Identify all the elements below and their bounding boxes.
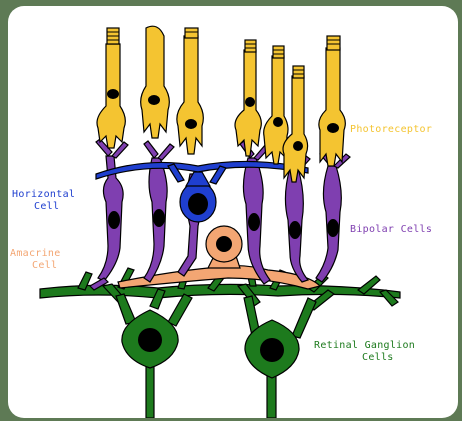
photoreceptor-nucleus (185, 119, 197, 129)
ganglion-nucleus (260, 338, 284, 362)
bipolar-nucleus (289, 221, 301, 239)
ganglion-axon (146, 361, 154, 418)
label-bipolar: Bipolar Cells (350, 224, 432, 235)
label-amacrine-line1: Amacrine (10, 248, 61, 259)
bipolar-nucleus (108, 211, 120, 229)
bipolar-nucleus (153, 209, 165, 227)
label-horizontal-line2: Cell (34, 201, 59, 212)
bipolar-nucleus (248, 213, 260, 231)
label-photoreceptor: Photoreceptor (350, 124, 432, 135)
amacrine-nucleus (216, 236, 232, 252)
photoreceptor-nucleus (327, 123, 339, 133)
photoreceptor-nucleus (273, 117, 283, 127)
label-amacrine-line2: Cell (32, 260, 57, 271)
photoreceptor-nucleus (293, 141, 303, 151)
label-horizontal-line1: Horizontal (12, 189, 75, 200)
ganglion-axon (267, 374, 276, 418)
label-ganglion-line2: Cells (362, 352, 394, 363)
photoreceptor-nucleus (107, 89, 119, 99)
horizontal-nucleus (188, 193, 208, 215)
photoreceptor-nucleus (245, 97, 255, 107)
photoreceptor-nucleus (148, 95, 160, 105)
bipolar-nucleus (327, 219, 339, 237)
ganglion-nucleus (138, 328, 162, 352)
label-ganglion-line1: Retinal Ganglion (314, 340, 415, 351)
diagram-panel: Photoreceptor Horizontal Cell Bipolar Ce… (8, 6, 458, 418)
